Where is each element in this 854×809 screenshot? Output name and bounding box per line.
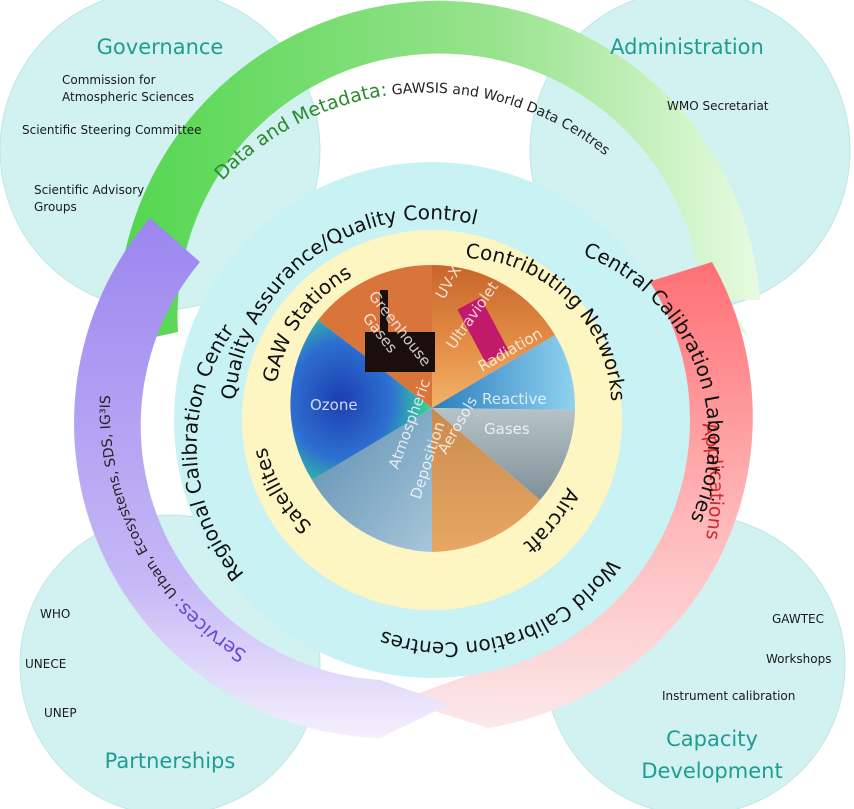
factory-silhouette bbox=[365, 332, 435, 372]
capacity-title-line2: Development bbox=[641, 759, 782, 783]
reactive-gases-label: Gases bbox=[484, 420, 530, 438]
ultraviolet-wedge bbox=[432, 335, 576, 410]
reactive-gases-label: Reactive bbox=[482, 390, 547, 408]
capacity-item: GAWTEC bbox=[772, 612, 824, 626]
ozone-wedge bbox=[290, 320, 432, 480]
capacity-item: Workshops bbox=[766, 652, 831, 666]
governance-item: Atmospheric Sciences bbox=[62, 90, 194, 104]
administration-text: Administration WMO Secretariat bbox=[610, 35, 769, 113]
outer-arrow-ring bbox=[74, 0, 761, 738]
chimney bbox=[380, 290, 388, 335]
data-arrow bbox=[117, 0, 761, 346]
governance-item: Commission for bbox=[62, 73, 156, 87]
services-arrow bbox=[74, 218, 451, 738]
capacity-title-line1: Capacity bbox=[666, 727, 758, 751]
administration-item: WMO Secretariat bbox=[667, 99, 769, 113]
partnerships-item: UNEP bbox=[44, 706, 77, 720]
governance-item: Groups bbox=[34, 200, 77, 214]
capacity-item: Instrument calibration bbox=[662, 689, 795, 703]
governance-title: Governance bbox=[97, 35, 224, 59]
capacity-text: GAWTEC Workshops Instrument calibration … bbox=[641, 612, 831, 783]
applications-arrow bbox=[400, 262, 753, 728]
reactive-gases-wedge bbox=[432, 408, 575, 500]
central-pie bbox=[290, 264, 576, 552]
aerosols-wedge bbox=[432, 408, 540, 552]
administration-title: Administration bbox=[610, 35, 764, 59]
uvx-stripe bbox=[457, 297, 509, 363]
governance-item: Scientific Steering Committee bbox=[22, 123, 202, 137]
governance-text: Governance Commission for Atmospheric Sc… bbox=[22, 35, 223, 214]
partnerships-item: WHO bbox=[40, 607, 70, 621]
deposition-wedge bbox=[312, 408, 432, 552]
governance-item: Scientific Advisory bbox=[34, 183, 144, 197]
partnerships-text: WHO UNECE UNEP Partnerships bbox=[25, 607, 235, 773]
partnerships-title: Partnerships bbox=[105, 749, 236, 773]
partnerships-item: UNECE bbox=[25, 657, 66, 671]
ozone-label: Ozone bbox=[310, 396, 358, 414]
